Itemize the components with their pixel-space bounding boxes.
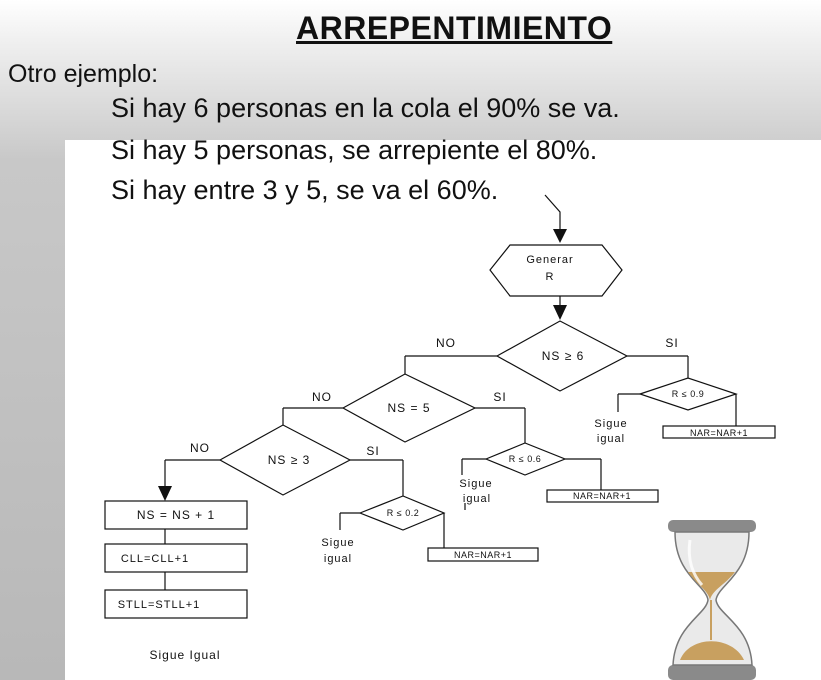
box-cll-label: CLL=CLL+1 [121, 553, 189, 565]
rule-6-personas: Si hay 6 personas en la cola el 90% se v… [111, 93, 620, 123]
rule-5-personas: Si hay 5 personas, se arrepiente el 80%. [111, 135, 598, 165]
sigue-igual-label: Sigue Igual [149, 648, 220, 662]
decision-ns6-label: NS ≥ 6 [542, 349, 585, 363]
box-nar-r02-label: NAR=NAR+1 [454, 550, 512, 560]
arrowhead-start [553, 229, 567, 243]
r09-sigue-line1: Sigue [594, 418, 627, 430]
box-stll-shape [104, 589, 248, 619]
entry-arrow-line [544, 194, 561, 237]
box-cll-shape [104, 543, 248, 573]
decision-r02-label: R ≤ 0.2 [387, 508, 419, 518]
rule-3-5-personas: Si hay entre 3 y 5, se va el 60%. [111, 175, 499, 205]
ns3-si-label: SI [366, 444, 379, 458]
decision-ns5-label: NS = 5 [387, 401, 430, 415]
box-ns-label: NS = NS + 1 [137, 508, 215, 522]
ns6-si-label: SI [665, 336, 678, 350]
arrowhead-ns-box [158, 486, 172, 501]
box-nar-r06-label: NAR=NAR+1 [573, 491, 631, 501]
r09-sigue-line2: igual [597, 433, 625, 445]
ns6-no-label: NO [436, 336, 456, 350]
box-nar-r02-shape [427, 547, 539, 562]
hourglass-icon [668, 520, 756, 680]
slide-title: ARREPENTIMIENTO [296, 10, 613, 46]
r06-sigue-line1: Sigue [459, 478, 492, 490]
box-nar-r06-shape [546, 489, 659, 503]
ns5-no-label: NO [312, 390, 332, 404]
start-hexagon [489, 244, 623, 297]
decision-r09-label: R ≤ 0.9 [672, 389, 704, 399]
box-stll-label: STLL=STLL+1 [118, 599, 201, 611]
start-label-line1: Generar [526, 254, 573, 266]
ns3-no-label: NO [190, 441, 210, 455]
box-ns-shape [104, 500, 248, 530]
decision-r06-label: R ≤ 0.6 [509, 454, 541, 464]
ns5-si-label: SI [493, 390, 506, 404]
intro-text: Otro ejemplo: [8, 60, 159, 88]
r02-sigue-line2: igual [324, 553, 352, 565]
r06-sigue-line2: igual [463, 493, 491, 505]
box-nar-r09-label: NAR=NAR+1 [690, 428, 748, 438]
box-nar-r09-shape [662, 425, 776, 439]
start-label-line2: R [546, 271, 555, 283]
r02-sigue-line1: Sigue [321, 537, 354, 549]
arrowhead-ns6 [553, 305, 567, 320]
decision-ns3-label: NS ≥ 3 [268, 453, 311, 467]
